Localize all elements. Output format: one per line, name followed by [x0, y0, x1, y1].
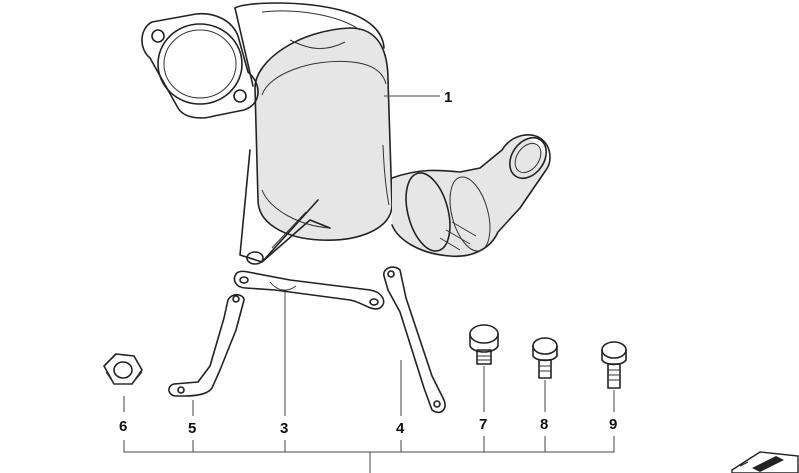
part-number-3: 3 — [280, 420, 288, 437]
folder-arrow-icon — [731, 451, 799, 473]
leader-lines — [123, 95, 615, 473]
strap-4[interactable] — [383, 266, 446, 414]
bolt-7[interactable] — [469, 324, 499, 365]
part-number-9: 9 — [609, 416, 617, 433]
part-number-7: 7 — [479, 416, 487, 433]
bolt-8[interactable] — [532, 337, 558, 379]
bolt-9[interactable] — [601, 341, 627, 389]
part-number-8: 8 — [540, 416, 548, 433]
part-number-6: 6 — [119, 418, 127, 435]
strap-5[interactable] — [168, 293, 245, 397]
part-number-4: 4 — [396, 420, 405, 437]
part-number-1: 1 — [444, 89, 452, 106]
part-number-5: 5 — [188, 420, 196, 437]
catalytic-converter[interactable] — [141, 2, 554, 265]
bracket-3[interactable] — [233, 270, 385, 310]
hex-nut-6[interactable] — [103, 353, 143, 385]
